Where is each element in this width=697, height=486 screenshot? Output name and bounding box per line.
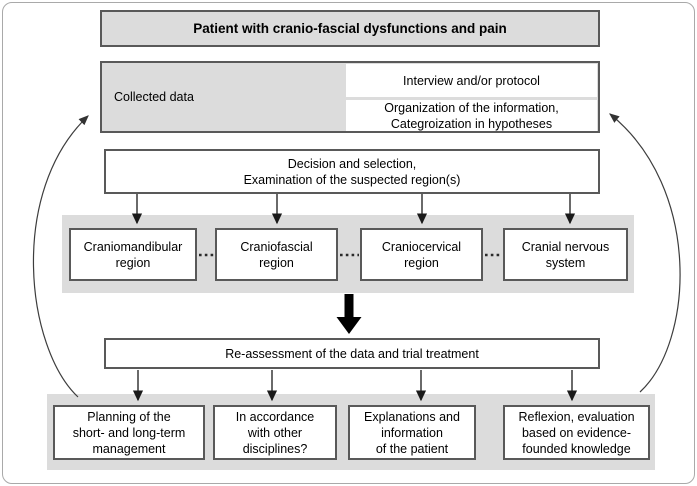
organization-text: Organization of the information, Categro… bbox=[384, 100, 559, 131]
outcome-box-explanations: Explanations and information of the pati… bbox=[348, 405, 476, 460]
region-box-craniofascial: Craniofascial region bbox=[215, 228, 338, 281]
decision-box: Decision and selection, Examination of t… bbox=[104, 149, 600, 194]
region-box-craniomandibular: Craniomandibular region bbox=[69, 228, 197, 281]
region-label: Cranial nervous system bbox=[521, 239, 610, 270]
region-label: Craniomandibular region bbox=[83, 239, 183, 270]
title-text: Patient with cranio-fascial dysfunctions… bbox=[193, 20, 507, 36]
reassessment-to-outcome-arrows bbox=[132, 370, 578, 402]
reassessment-text: Re-assessment of the data and trial trea… bbox=[225, 346, 479, 361]
outcome-label: In accordance with other disciplines? bbox=[235, 409, 315, 456]
outcome-label: Planning of the short- and long-term man… bbox=[72, 409, 186, 456]
region-box-cranial-nervous: Cranial nervous system bbox=[503, 228, 628, 281]
outcome-label: Explanations and information of the pati… bbox=[364, 409, 460, 456]
thick-down-arrow bbox=[336, 294, 362, 334]
feedback-arrow-right bbox=[609, 113, 681, 393]
interview-text: Interview and/or protocol bbox=[403, 73, 540, 88]
decision-text: Decision and selection, Examination of t… bbox=[243, 156, 461, 187]
outcome-label: Reflexion, evaluation based on evidence-… bbox=[518, 409, 635, 456]
organization-box: Organization of the information, Categro… bbox=[346, 100, 597, 131]
outcome-box-reflexion: Reflexion, evaluation based on evidence-… bbox=[503, 405, 650, 460]
title-box: Patient with cranio-fascial dysfunctions… bbox=[100, 10, 600, 47]
reassessment-box: Re-assessment of the data and trial trea… bbox=[104, 338, 600, 369]
decision-to-region-arrows bbox=[131, 194, 576, 225]
outcome-box-disciplines: In accordance with other disciplines? bbox=[213, 405, 337, 460]
region-label: Craniofascial region bbox=[240, 239, 313, 270]
collected-data-label: Collected data bbox=[114, 90, 194, 104]
region-label: Craniocervical region bbox=[381, 239, 462, 270]
interview-box: Interview and/or protocol bbox=[346, 64, 597, 97]
outcome-box-planning: Planning of the short- and long-term man… bbox=[53, 405, 205, 460]
region-box-craniocervical: Craniocervical region bbox=[360, 228, 483, 281]
feedback-arrow-left bbox=[32, 115, 89, 398]
collected-data-box: Collected data Interview and/or protocol… bbox=[100, 61, 600, 133]
